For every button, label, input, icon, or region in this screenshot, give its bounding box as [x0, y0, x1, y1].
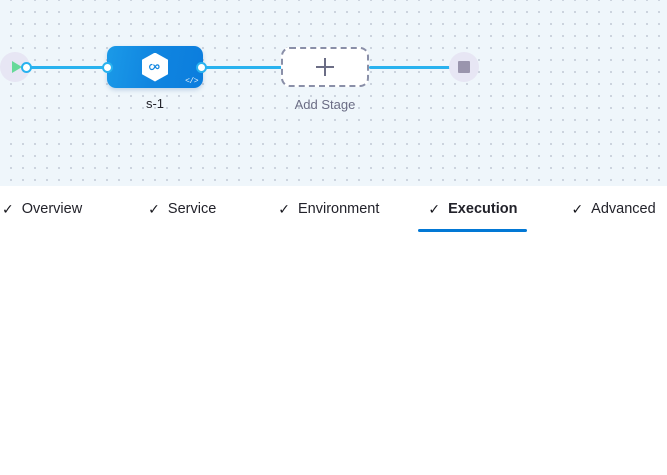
tab-advanced-label: Advanced	[591, 201, 656, 217]
stage-end-node[interactable]	[449, 52, 479, 82]
add-stage-button[interactable]	[281, 47, 369, 87]
step-node-fetch-instances-output-port[interactable]	[167, 371, 178, 382]
step-node-fetch-instances-label: Fetch Instances	[93, 420, 185, 435]
play-icon	[11, 61, 22, 73]
step-node-sh-1[interactable]: </> </>	[257, 333, 317, 404]
stop-icon	[551, 370, 563, 382]
step-node-sh-1-input-port[interactable]	[252, 371, 263, 382]
stage-config-tabs[interactable]: ✓ Overview ✓ Service ✓ Environment ✓ Exe…	[0, 186, 667, 232]
play-icon	[11, 370, 22, 382]
check-icon: ✓	[2, 201, 14, 217]
check-icon: ✓	[278, 201, 290, 217]
loop-icon	[303, 331, 320, 353]
fetch-instances-hexagon-icon	[129, 364, 150, 387]
step-end-node[interactable]	[542, 361, 572, 391]
check-icon: ✓	[428, 201, 441, 217]
add-stage-label: Add Stage	[294, 97, 356, 112]
plus-icon	[420, 366, 438, 384]
harness-hexagon-icon	[142, 52, 168, 82]
tab-environment[interactable]: ✓ Environment	[276, 186, 381, 232]
tab-execution-label: Execution	[448, 201, 518, 217]
tab-service-label: Service	[167, 201, 217, 217]
step-connector-1	[172, 375, 256, 378]
step-connector-3	[460, 375, 550, 378]
tab-overview[interactable]: ✓ Overview	[0, 186, 84, 232]
add-step-label: Add Step	[402, 420, 456, 435]
stage-connector-start	[26, 66, 112, 69]
plus-icon	[316, 58, 334, 76]
step-node-sh-1-label: sh-1	[272, 420, 298, 435]
stage-node-s-1-output-port[interactable]	[196, 62, 207, 73]
step-node-fetch-instances-input-port[interactable]	[106, 371, 117, 382]
code-icon: </>	[296, 393, 309, 402]
stage-node-s-1[interactable]: </>	[107, 46, 203, 88]
stage-node-s-1-label: s-1	[145, 96, 165, 111]
stop-icon	[458, 61, 470, 73]
step-node-fetch-instances[interactable]: </>	[111, 347, 168, 404]
step-connector-2	[318, 375, 402, 378]
step-connector-start	[26, 375, 110, 378]
check-icon: ✓	[571, 201, 584, 217]
stage-connector-2	[369, 66, 455, 69]
step-canvas[interactable]: </> Fetch Instances </> </> sh-1	[0, 232, 667, 475]
step-node-sh-1-output-port[interactable]	[313, 371, 324, 382]
stage-start-port[interactable]	[21, 62, 32, 73]
stage-canvas[interactable]: </> s-1 Add Stage	[0, 0, 667, 186]
stage-node-s-1-input-port[interactable]	[102, 62, 113, 73]
code-icon: </>	[185, 77, 198, 86]
tab-advanced[interactable]: ✓ Advanced	[569, 186, 657, 232]
step-start-port[interactable]	[21, 371, 32, 382]
code-glyph-icon: </>	[269, 361, 303, 389]
code-icon: </>	[150, 393, 163, 402]
add-step-button[interactable]	[400, 346, 458, 404]
tab-environment-label: Environment	[298, 201, 380, 217]
stage-connector-1	[200, 66, 282, 69]
tab-overview-label: Overview	[21, 201, 83, 217]
check-icon: ✓	[148, 201, 160, 217]
step-start-node[interactable]	[0, 361, 30, 391]
tab-execution[interactable]: ✓ Execution	[418, 186, 528, 232]
tab-service[interactable]: ✓ Service	[146, 186, 218, 232]
